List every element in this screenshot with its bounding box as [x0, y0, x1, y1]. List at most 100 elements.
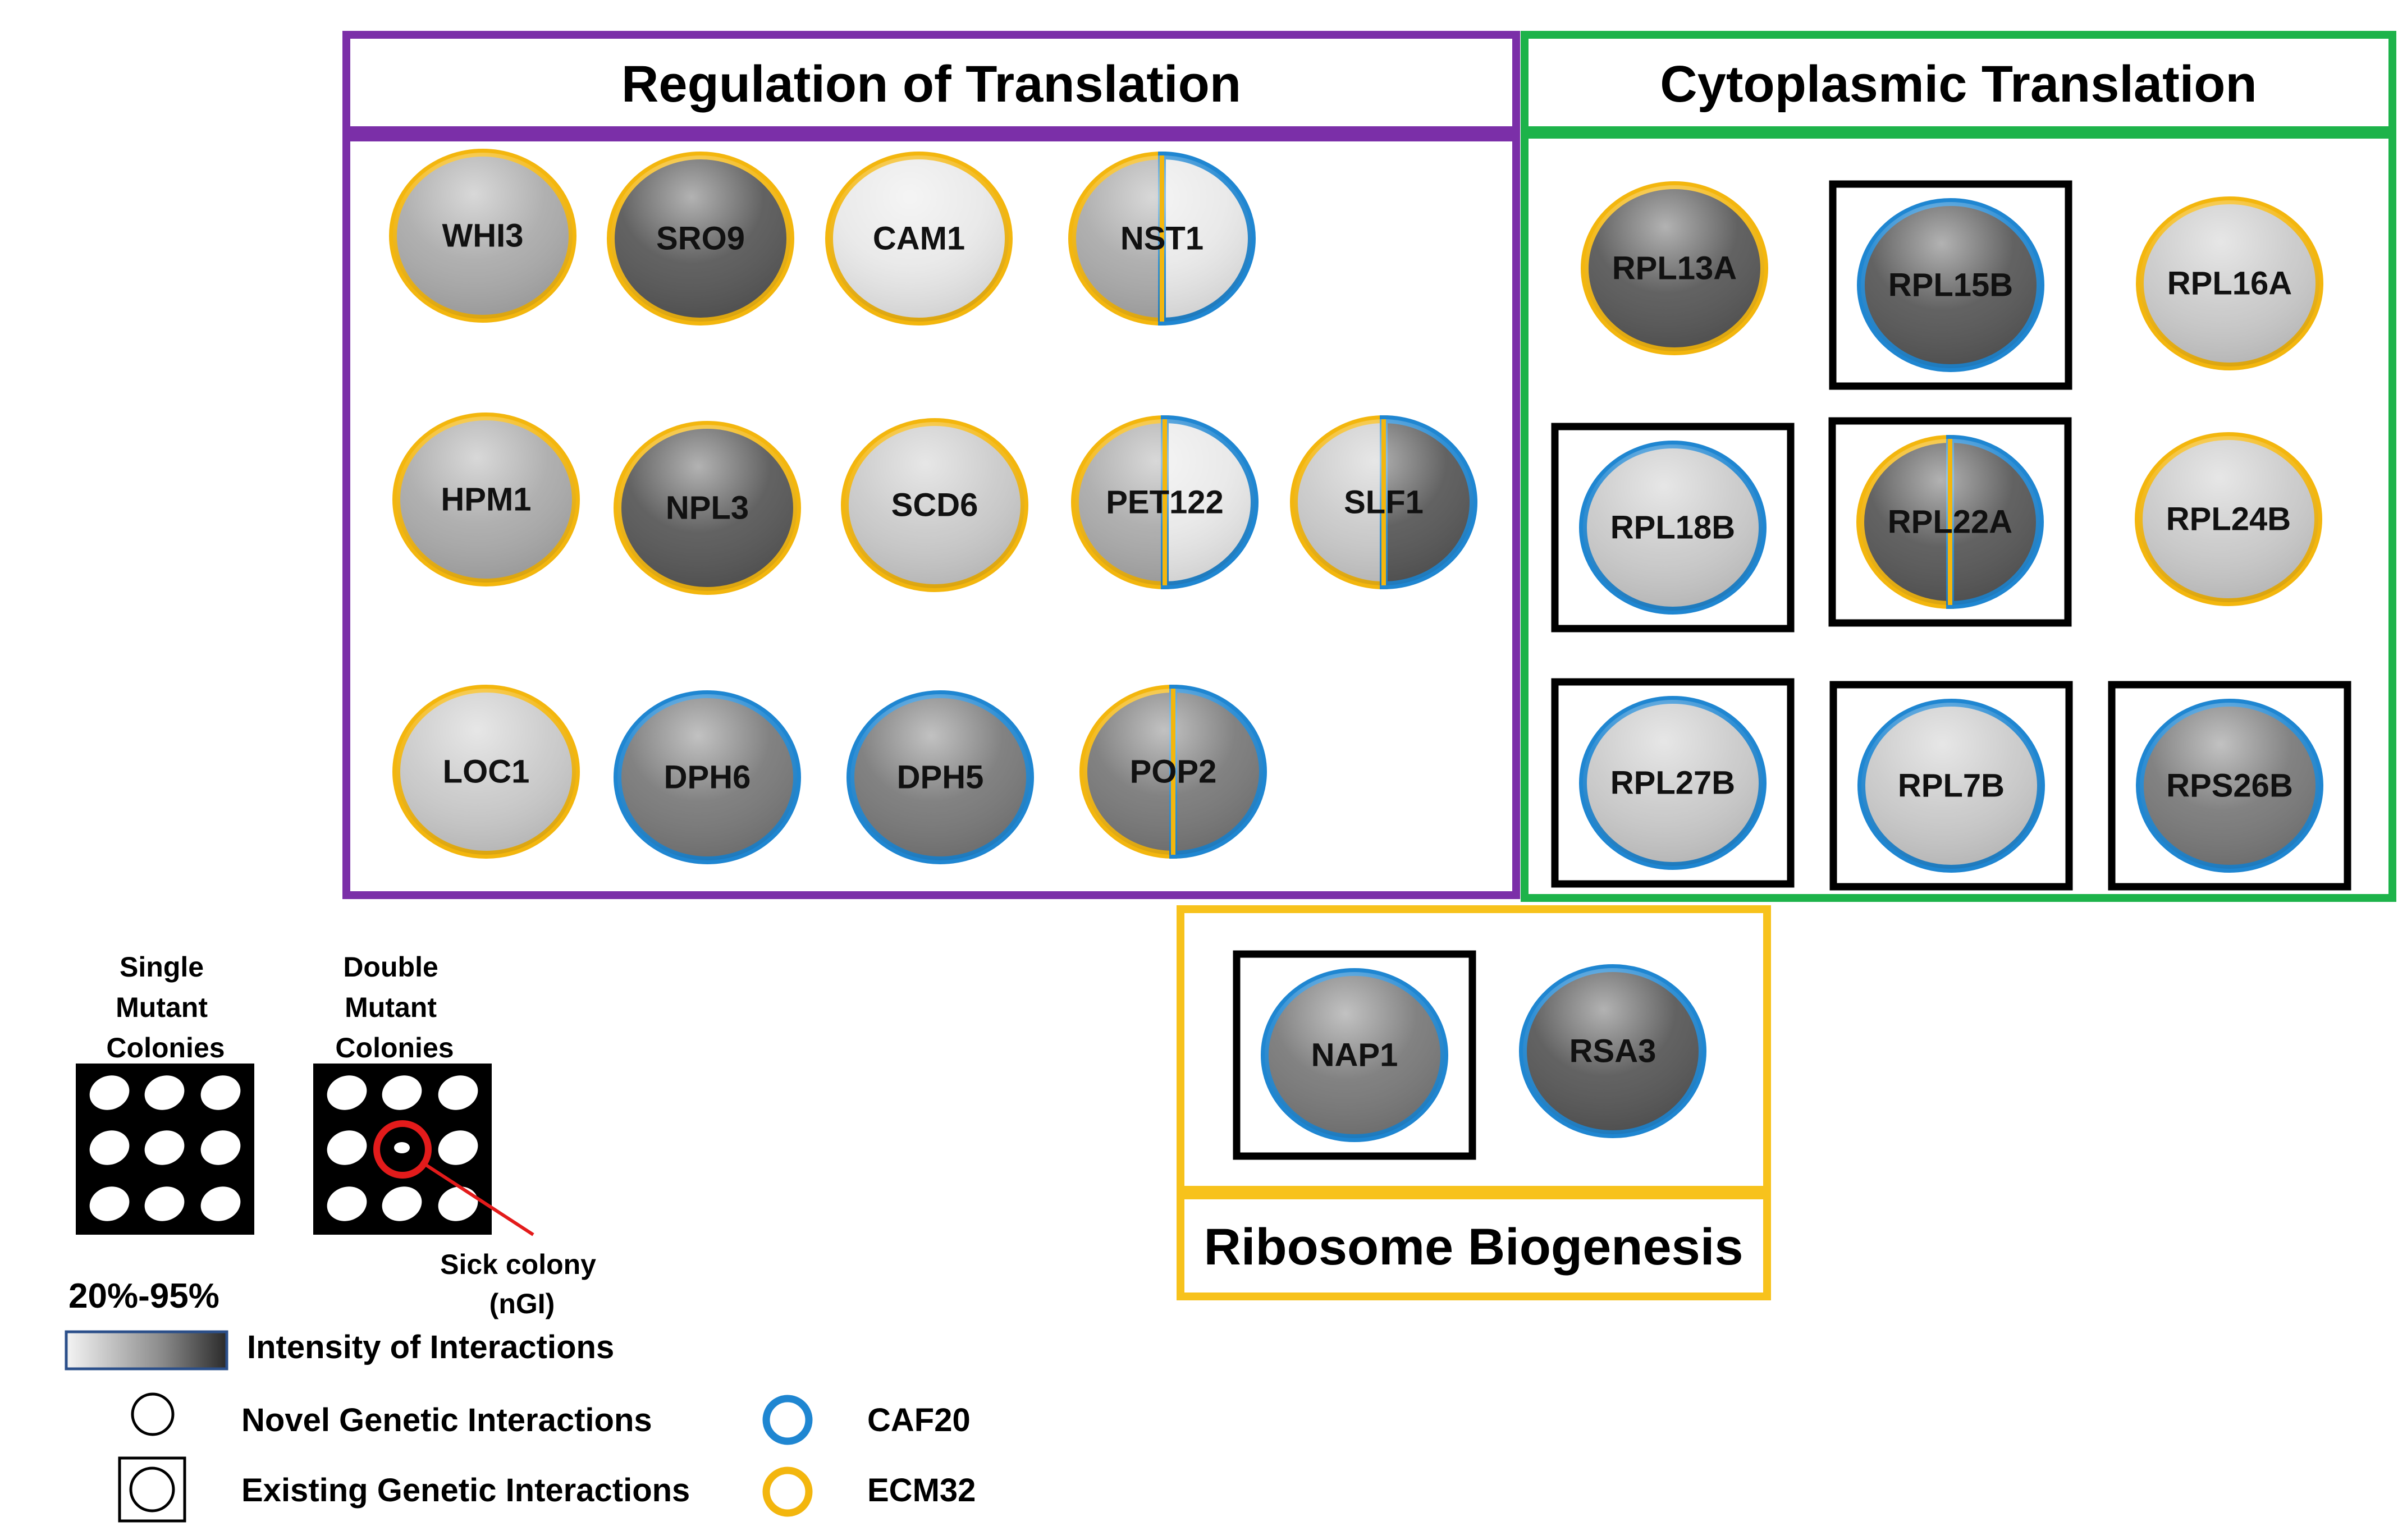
caf20-ring-icon [762, 1395, 813, 1445]
colony [89, 1075, 130, 1110]
existing-interaction-frame [1551, 423, 1795, 632]
ecm32-label: ECM32 [867, 1472, 976, 1509]
gene-node-rpl18b: RPL18B [1551, 423, 1795, 632]
legend: Single Mutant Colonies Double Mutant Col… [65, 951, 976, 1523]
colony [89, 1130, 130, 1165]
sick-colony-line-1: Sick colony [440, 1249, 596, 1280]
gene-node-hpm1: HPM1 [392, 412, 580, 586]
single-mutant-line-2: Mutant [116, 992, 208, 1023]
ribosome-body-frame [1177, 905, 1771, 1194]
single-mutant-line-1: Single [120, 951, 204, 983]
gene-sheen [1585, 185, 1764, 351]
existing-interaction-frame [2108, 681, 2351, 891]
single-mutant-line-3: Colonies [106, 1032, 225, 1064]
colony [327, 1075, 367, 1110]
gene-sheen [829, 155, 1009, 322]
gene-node-sro9: SRO9 [607, 152, 794, 326]
gene-node-npl3: NPL3 [614, 421, 801, 595]
gene-label-dph5: DPH5 [897, 759, 984, 796]
gene-sheen [617, 425, 797, 591]
gene-label-rpl24b: RPL24B [2166, 501, 2291, 538]
gene-label-whi3: WHI3 [442, 218, 524, 254]
sick-colony-label: Sick colony (nGI) [440, 1249, 604, 1319]
gene-node-rpl24b: RPL24B [2135, 432, 2322, 606]
novel-interaction-label: Novel Genetic Interactions [241, 1402, 652, 1438]
regulation-title: Regulation of Translation [621, 56, 1241, 113]
gene-node-cam1: CAM1 [825, 152, 1013, 326]
sick-colony-pointer [420, 1160, 534, 1236]
colony [327, 1186, 367, 1221]
cytoplasmic-title: Cytoplasmic Translation [1660, 56, 2257, 113]
gene-sheen [396, 689, 576, 855]
intensity-gradient-bar [65, 1330, 228, 1371]
gene-label-rpl18b: RPL18B [1610, 510, 1735, 546]
gene-sheen [1523, 968, 1703, 1134]
existing-interaction-frame [1233, 950, 1476, 1160]
gene-label-sro9: SRO9 [656, 221, 745, 257]
section-regulation: Regulation of Translation [342, 31, 1520, 899]
double-mutant-colonies [327, 1075, 478, 1221]
existing-interaction-frame [1829, 180, 2072, 390]
gene-sheen [2140, 200, 2319, 366]
colony [438, 1130, 478, 1165]
gene-node-rpl15b: RPL15B [1829, 180, 2072, 390]
gene-sheen [850, 694, 1030, 860]
gene-node-rpl22a: RPL22A [1828, 417, 2072, 627]
gene-sheen [2140, 703, 2319, 869]
section-cytoplasmic: Cytoplasmic Translation [1521, 31, 2396, 902]
existing-interaction-frame [1551, 678, 1795, 888]
gene-label-rps26b: RPS26B [2166, 768, 2293, 804]
gene-node-scd6: SCD6 [841, 418, 1028, 592]
gene-node-rps26b: RPS26B [2108, 681, 2351, 891]
double-mutant-line-3: Colonies [335, 1032, 454, 1064]
single-mutant-label: Single Mutant Colonies [106, 951, 225, 1064]
gene-node-rpl13a: RPL13A [1581, 181, 1768, 355]
gene-node-rpl27b: RPL27B [1551, 678, 1795, 888]
colony [200, 1130, 241, 1165]
gene-label-pop2: POP2 [1130, 754, 1217, 790]
ribosome-title-frame [1177, 1191, 1771, 1300]
gene-label-rpl7b: RPL7B [1898, 768, 2005, 804]
gene-node-dph6: DPH6 [614, 690, 801, 864]
cytoplasmic-title-frame [1521, 31, 2396, 134]
gene-sheen [1861, 202, 2040, 368]
section-ribosome: Ribosome Biogenesis [1177, 905, 1771, 1300]
existing-interaction-label: Existing Genetic Interactions [241, 1472, 690, 1509]
gene-label-nap1: NAP1 [1311, 1037, 1398, 1074]
gene-label-rpl22a: RPL22A [1888, 504, 2012, 540]
gene-node-nst1: NST1 [1068, 151, 1256, 326]
existing-interaction-frame [1828, 417, 2072, 627]
gene-label-loc1: LOC1 [443, 754, 530, 790]
ribosome-title: Ribosome Biogenesis [1204, 1218, 1743, 1276]
colony [438, 1186, 478, 1221]
gene-sheen [1583, 700, 1763, 866]
gene-label-slf1: SLF1 [1344, 484, 1424, 521]
gene-label-rpl27b: RPL27B [1610, 765, 1735, 801]
colony [144, 1186, 185, 1221]
colony [438, 1075, 478, 1110]
colony [89, 1186, 130, 1221]
gene-sheen [1861, 703, 2041, 869]
colony [200, 1186, 241, 1221]
double-mutant-label: Double Mutant Colonies [335, 951, 454, 1064]
novel-interaction-icon [131, 1392, 175, 1436]
sick-colony-line-2: (nGI) [489, 1288, 555, 1319]
sick-colony-marker [373, 1120, 432, 1179]
caf20-label: CAF20 [867, 1402, 971, 1438]
cytoplasmic-body-frame [1521, 131, 2396, 902]
colony [382, 1075, 422, 1110]
intensity-range-label: 20%-95% [68, 1277, 219, 1316]
colony [144, 1075, 185, 1110]
gene-label-rpl13a: RPL13A [1612, 250, 1737, 287]
ecm32-ring-icon [762, 1466, 813, 1517]
single-mutant-colonies [89, 1075, 241, 1221]
sick-colony [394, 1142, 410, 1153]
gene-node-rsa3: RSA3 [1519, 964, 1706, 1138]
gene-label-rpl16a: RPL16A [2167, 265, 2292, 302]
gene-sheen [611, 155, 790, 322]
regulation-body-frame [342, 134, 1520, 899]
colony [327, 1130, 367, 1165]
regulation-title-frame [342, 31, 1520, 134]
